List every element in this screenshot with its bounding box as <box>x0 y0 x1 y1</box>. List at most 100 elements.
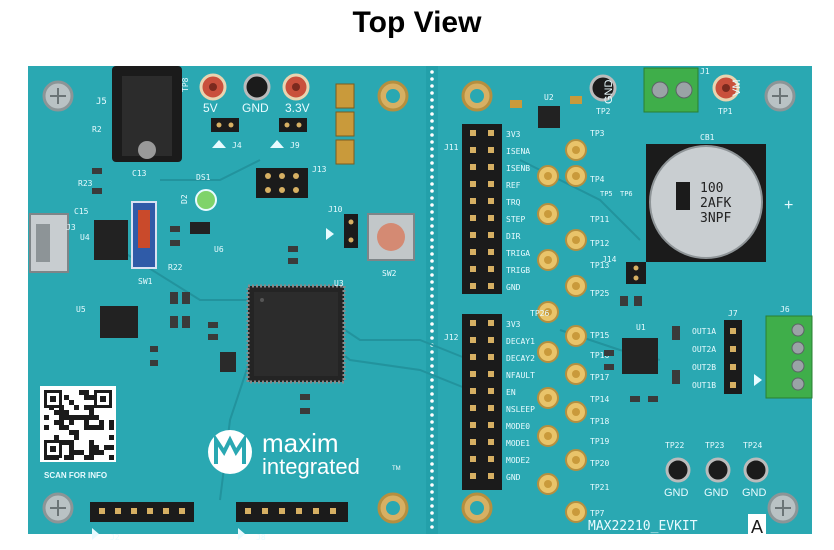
logo-line2: integrated <box>262 454 360 479</box>
testpoint <box>537 165 559 187</box>
testpoint <box>537 425 559 447</box>
testpoint <box>565 165 587 187</box>
led-ds1: DS1 D2 <box>180 173 217 211</box>
out-label-1: OUT2A <box>692 345 716 354</box>
testpoint-label: TP13 <box>590 261 609 270</box>
testpoint <box>565 139 587 161</box>
testpoint-label: TP15 <box>590 331 609 340</box>
smd-passives-right <box>604 296 680 402</box>
tantalum-capacitors <box>335 83 355 165</box>
header-j13: J13 <box>256 165 327 198</box>
label-j1: J1 <box>700 67 710 76</box>
j11_pins-label: DIR <box>506 232 521 241</box>
driver-ic-u1: U1 <box>622 323 658 374</box>
j11_pins-label: TRIGB <box>506 266 530 275</box>
label-tp22: TP22 <box>665 441 684 450</box>
testpoint-label: TP25 <box>590 289 609 298</box>
cap-c8 <box>510 100 522 108</box>
testpoint-label: TP18 <box>590 417 609 426</box>
label-gnd-23: GND <box>704 487 729 499</box>
label-tp23: TP23 <box>705 441 724 450</box>
j12_pins-label: EN <box>506 388 516 397</box>
label-tp24: TP24 <box>743 441 762 450</box>
jumper-j9: J9 <box>270 118 307 150</box>
testpoint <box>565 275 587 297</box>
label-cb1: CB1 <box>700 133 715 142</box>
label-d2: D2 <box>180 194 189 204</box>
j11_pins-label: REF <box>506 181 521 190</box>
label-j6: J6 <box>780 305 790 314</box>
j11_pins-label: TRIGA <box>506 249 530 258</box>
testpoint <box>537 473 559 495</box>
label-j12: J12 <box>444 333 459 342</box>
label-gnd-right: GND <box>603 80 615 105</box>
header-j7: J7 OUT1A OUT2A OUT2B OUT1B <box>692 309 762 394</box>
crystal <box>220 352 236 372</box>
testpoint-tp1: TP1 VM <box>712 74 743 116</box>
label-j4: J4 <box>232 141 242 150</box>
label-u5: U5 <box>76 305 86 314</box>
label-ds1: DS1 <box>196 173 211 182</box>
testpoint-label: TP19 <box>590 437 609 446</box>
out-label-2: OUT2B <box>692 363 716 372</box>
label-j5: J5 <box>96 97 107 107</box>
label-j2: J2 <box>110 533 120 542</box>
j12_pins-label: DECAY1 <box>506 337 535 346</box>
label-sw1: SW1 <box>138 277 153 286</box>
ic-u6: U6 <box>190 222 224 254</box>
label-tp1: TP1 <box>718 107 733 116</box>
cap-marking-2: 2AFK <box>700 196 731 211</box>
j11_pins-label: ISENB <box>506 164 530 173</box>
label-tp8: TP8 <box>181 77 190 92</box>
cap-c4 <box>570 96 582 104</box>
testpoint <box>537 301 559 323</box>
testpoint-label: TP6 <box>620 190 633 198</box>
label-j3: J3 <box>66 223 76 232</box>
label-r23: R23 <box>78 179 93 188</box>
j12_pins-label: NSLEEP <box>506 405 535 414</box>
board-rev-box <box>748 514 766 536</box>
board-label: MAX22210_EVKIT <box>588 519 698 534</box>
label-u1: U1 <box>636 323 646 332</box>
page-title: Top View <box>352 6 482 39</box>
smd-passives-left <box>92 168 310 414</box>
testpoint-label: TP16 <box>590 351 609 360</box>
label-tp2: TP2 <box>596 107 611 116</box>
logo-line1: maxim <box>262 428 339 458</box>
label-gnd-22: GND <box>664 487 689 499</box>
testpoint-label: TP4 <box>590 175 605 184</box>
testpoint-label: TP17 <box>590 373 609 382</box>
testpoint <box>565 325 587 347</box>
ic-u4: U4 R23 C15 <box>74 179 128 260</box>
mounting-holes <box>42 80 799 524</box>
jumper-j14: J14 <box>602 255 646 284</box>
j12_pins-label: 3V3 <box>506 320 521 329</box>
header-j2: J2 <box>90 502 194 542</box>
testpoint <box>565 449 587 471</box>
label-r2: R2 <box>92 125 102 134</box>
j12_pins-label: GND <box>506 473 521 482</box>
bulk-capacitor-cb1: 100 2AFK 3NPF CB1 + <box>646 133 793 262</box>
testpoint-label: TP20 <box>590 459 609 468</box>
barrel-jack-j5: J5 R2 C13 <box>92 66 182 178</box>
cap-marking-1: 100 <box>700 181 723 196</box>
microcontroller-u3: U3 <box>246 279 346 384</box>
label-gnd-left: GND <box>242 101 269 115</box>
label-3v3: 3.3V <box>285 101 310 115</box>
label-j11: J11 <box>444 143 459 152</box>
j12_pins-label: MODE0 <box>506 422 530 431</box>
testpoint-label: TP12 <box>590 239 609 248</box>
testpoint-label: TP7 <box>590 509 605 518</box>
testpoint <box>565 363 587 385</box>
cap-marking-3: 3NPF <box>700 211 731 226</box>
qr-caption: SCAN FOR INFO <box>44 471 107 480</box>
pushbutton-sw2: SW2 <box>367 213 415 278</box>
label-j9: J9 <box>290 141 300 150</box>
logo-tm: TM <box>392 466 401 472</box>
j12_pins-label: NFAULT <box>506 371 535 380</box>
label-u2: U2 <box>544 93 554 102</box>
power-testpoints: TP8 5V GND 3.3V <box>181 73 310 115</box>
jumper-j4: J4 <box>211 118 242 150</box>
jumper-j10: J10 <box>326 205 358 248</box>
j12_pins-label: DECAY2 <box>506 354 535 363</box>
